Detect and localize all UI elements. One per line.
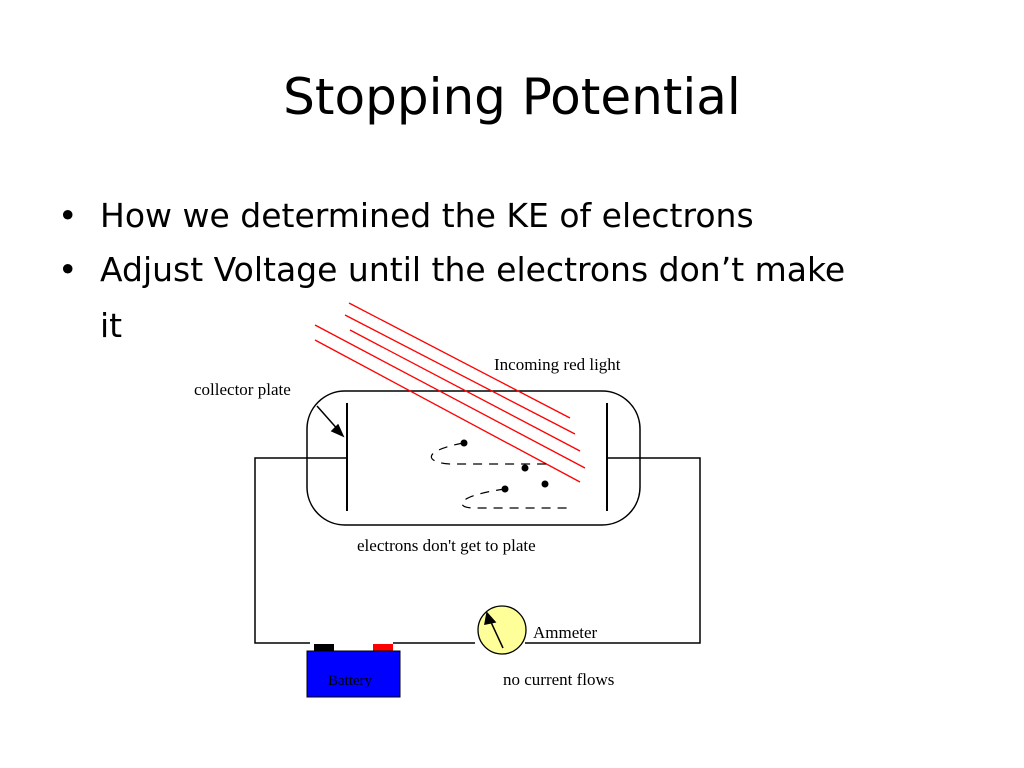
electron-path-upper	[430, 442, 552, 465]
bullet-dot-icon: •	[58, 250, 78, 289]
battery-terminal-positive	[373, 644, 393, 651]
collector-plate-label: collector plate	[194, 380, 291, 399]
battery-terminal-negative	[314, 644, 334, 651]
electron	[501, 485, 509, 493]
bullet-text: How we determined the KE of electrons	[100, 196, 754, 235]
circuit-wires	[254, 457, 701, 644]
battery-body	[306, 650, 401, 698]
bullet-item: • How we determined the KE of electrons	[58, 188, 958, 244]
bullet-dot-icon: •	[58, 196, 78, 235]
electron	[460, 439, 468, 447]
ammeter-needle-icon	[484, 611, 504, 649]
electrons	[460, 439, 549, 493]
bullet-text: Adjust Voltage until the electrons don’t…	[100, 250, 846, 289]
electrons-caption: electrons don't get to plate	[357, 536, 536, 555]
bullet-text-continuation: it	[100, 306, 123, 345]
incoming-light-label: Incoming red light	[494, 355, 621, 374]
ammeter-label: Ammeter	[533, 623, 598, 642]
bullet-list: • How we determined the KE of electrons …	[58, 188, 958, 356]
electron	[521, 464, 529, 472]
incoming-light-rays	[314, 302, 586, 483]
wire-right	[525, 457, 701, 644]
slide-title: Stopping Potential	[283, 68, 741, 126]
no-current-caption: no current flows	[503, 670, 614, 689]
bullet-item: • Adjust Voltage until the electrons don…	[58, 242, 958, 354]
vacuum-tube	[306, 390, 641, 526]
electron	[541, 480, 549, 488]
electron-paths	[430, 442, 573, 509]
collector-arrow-icon	[316, 405, 345, 438]
electron-path-lower	[461, 488, 573, 509]
wire-left	[254, 457, 347, 644]
battery-label: Battery	[328, 673, 373, 689]
